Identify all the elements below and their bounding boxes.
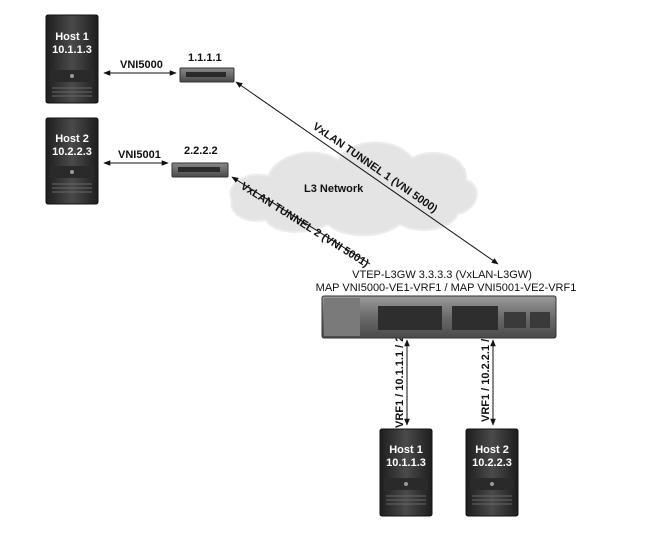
host-bottom-1: Host 1 10.1.1.3 (379, 428, 433, 517)
vni5000-label: VNI5000 (120, 59, 163, 71)
host-bottom-2-ip: 10.2.2.3 (472, 457, 512, 469)
vtep1-ip: 1.1.1.1 (188, 52, 222, 64)
l3gw-title: VTEP-L3GW 3.3.3.3 (VxLAN-L3GW) (352, 269, 532, 281)
host-top-2-name: Host 2 (55, 133, 89, 145)
switch-l3gw: VTEP-L3GW 3.3.3.3 (VxLAN-L3GW) MAP VNI50… (316, 269, 577, 339)
host-top-2: Host 2 10.2.2.3 (45, 117, 99, 205)
vrf-right-label: VRF1 / 10.2.2.1 / 24 (480, 323, 492, 422)
host-bottom-2-name: Host 2 (475, 444, 509, 456)
host-top-1-ip: 10.1.1.3 (52, 44, 92, 56)
host-bottom-1-name: Host 1 (389, 444, 423, 456)
vrf-left-label: VRF1 / 10.1.1.1 / 24 (394, 329, 406, 428)
host-top-2-ip: 10.2.2.3 (52, 146, 92, 158)
l3gw-mapping: MAP VNI5000-VE1-VRF1 / MAP VNI5001-VE2-V… (316, 282, 577, 294)
switch-vtep1: 1.1.1.1 (179, 52, 235, 83)
cloud-label: L3 Network (304, 183, 364, 195)
vni5001-label: VNI5001 (118, 149, 161, 161)
host-bottom-1-ip: 10.1.1.3 (386, 457, 426, 469)
switch-vtep2: 2.2.2.2 (171, 145, 229, 178)
tunnel2-line (231, 176, 371, 265)
host-top-1-name: Host 1 (55, 31, 89, 43)
host-bottom-2: Host 2 10.2.2.3 (465, 428, 519, 517)
tunnel1-line (235, 81, 499, 265)
host-top-1: Host 1 10.1.1.3 (45, 14, 99, 104)
vtep2-ip: 2.2.2.2 (184, 145, 218, 157)
